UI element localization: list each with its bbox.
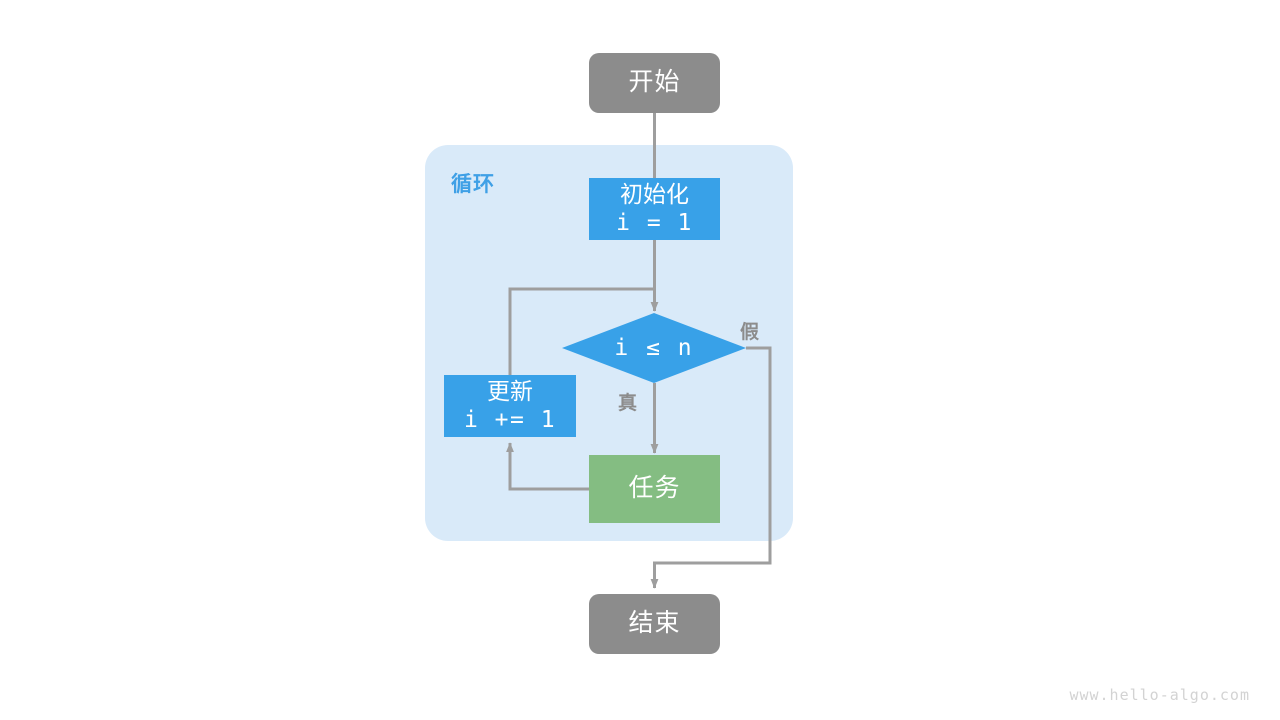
edge-label-false: 假 — [740, 322, 760, 343]
watermark: www.hello-algo.com — [1069, 686, 1250, 704]
node-decision-label: i ≤ n — [614, 335, 694, 361]
node-start-label: 开始 — [628, 68, 681, 97]
node-init-label: 初始化 — [620, 181, 689, 208]
edge-task-to-update — [506, 442, 589, 491]
edge-label-true: 真 — [618, 393, 638, 414]
node-end[interactable]: 结束 — [589, 594, 720, 654]
node-task[interactable]: 任务 — [589, 455, 720, 523]
node-end-label: 结束 — [628, 609, 681, 638]
node-task-label: 任务 — [628, 474, 681, 503]
edge-decision-false-to-end — [650, 346, 772, 589]
node-update[interactable]: 更新 i += 1 — [444, 375, 576, 437]
loop-container-label: 循环 — [451, 173, 495, 196]
node-update-label: 更新 — [487, 378, 533, 405]
node-update-code: i += 1 — [463, 406, 557, 433]
node-start[interactable]: 开始 — [589, 53, 720, 113]
node-init-code: i = 1 — [616, 209, 693, 236]
node-decision[interactable]: i ≤ n — [562, 313, 746, 383]
node-init[interactable]: 初始化 i = 1 — [589, 178, 720, 240]
edge-update-to-decision — [508, 287, 655, 375]
